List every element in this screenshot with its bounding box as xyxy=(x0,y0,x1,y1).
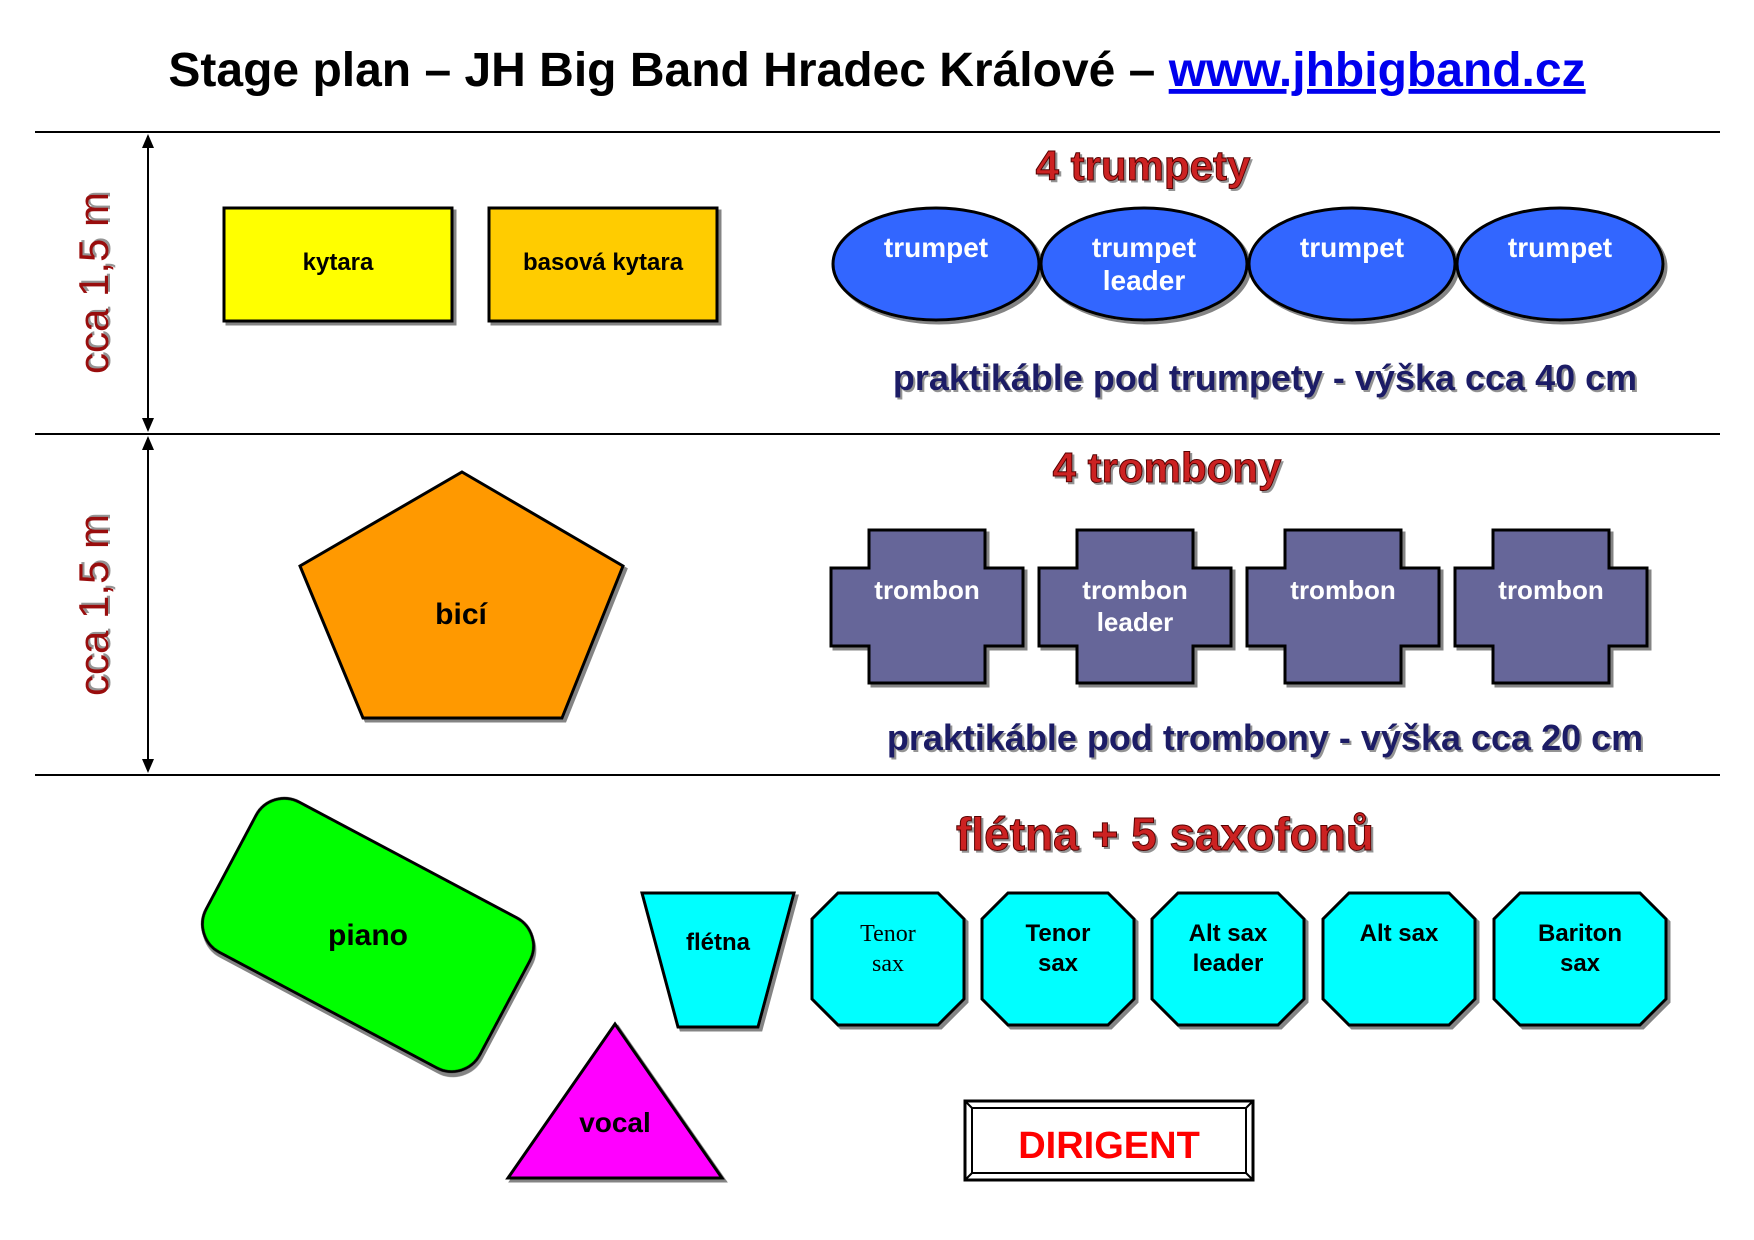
trombone-label: trombon xyxy=(1290,575,1395,605)
saxophone-label: sax xyxy=(872,951,904,977)
trombone-position: trombon xyxy=(1453,528,1649,685)
dimension-arrow xyxy=(142,436,154,773)
flute-label: flétna xyxy=(686,929,751,956)
trumpets-heading: 4 trumpety xyxy=(1036,142,1251,189)
trumpet-position: trumpet xyxy=(831,206,1041,322)
flute-position: flétna xyxy=(640,891,796,1029)
trumpet-label: leader xyxy=(1103,265,1186,296)
conductor-position: DIRIGENT xyxy=(963,1099,1255,1182)
saxophone-label: leader xyxy=(1193,950,1264,977)
guitar-position: kytara xyxy=(222,206,454,323)
saxophone-label: sax xyxy=(1560,950,1601,977)
dimension-label: cca 1,5 m xyxy=(70,514,117,696)
trumpet-label: trumpet xyxy=(884,232,988,263)
guitar-label: kytara xyxy=(303,249,374,276)
trumpet-position: trumpet xyxy=(1455,206,1665,322)
trombone-riser-note: praktikáble pod trombony - výška cca 20 … xyxy=(887,717,1643,758)
saxophone-section: Tenor sax Tenor sax Alt sax leader Alt sax Bari… xyxy=(810,891,1668,1027)
website-link[interactable]: www.jhbigband.cz xyxy=(1168,44,1586,97)
woodwinds-heading: flétna + 5 saxofonů xyxy=(956,808,1374,860)
page-title: Stage plan – JH Big Band Hradec Králové … xyxy=(168,44,1585,97)
trombones-heading: 4 trombony xyxy=(1053,444,1282,491)
drums-position: bicí xyxy=(298,470,625,720)
vocal-label: vocal xyxy=(579,1107,651,1138)
trumpet-position: trumpet xyxy=(1247,206,1457,322)
piano-position xyxy=(201,796,535,1074)
trumpet-riser-note: praktikáble pod trumpety - výška cca 40 … xyxy=(893,357,1637,398)
trombone-label: trombon xyxy=(1082,575,1187,605)
vocal-position: vocal xyxy=(505,1021,725,1180)
piano-label: piano xyxy=(328,919,408,952)
trumpet-label: trumpet xyxy=(1508,232,1612,263)
trombone-position: trombon xyxy=(1245,528,1441,685)
saxophone-position: Tenor sax xyxy=(980,891,1136,1027)
trombone-label: leader xyxy=(1097,607,1174,637)
trombone-label: trombon xyxy=(874,575,979,605)
saxophone-position: Bariton sax xyxy=(1492,891,1668,1027)
dimension-arrow xyxy=(142,134,154,432)
page-title-text: Stage plan – JH Big Band Hradec Králové … xyxy=(168,44,1168,97)
saxophone-position: Alt sax leader xyxy=(1150,891,1306,1027)
trombone-label: trombon xyxy=(1498,575,1603,605)
conductor-label: DIRIGENT xyxy=(1018,1125,1200,1167)
saxophone-position: Tenor sax xyxy=(810,891,966,1027)
saxophone-label: Alt sax xyxy=(1360,920,1439,947)
trumpet-label: trumpet xyxy=(1092,232,1196,263)
saxophone-label: sax xyxy=(1038,950,1079,977)
trumpet-label: trumpet xyxy=(1300,232,1404,263)
trombone-position: trombon xyxy=(829,528,1025,685)
bass-guitar-label: basová kytara xyxy=(523,249,684,276)
saxophone-label: Tenor xyxy=(860,921,916,947)
saxophone-position: Alt sax xyxy=(1321,891,1477,1027)
drums-label: bicí xyxy=(435,598,488,631)
saxophone-label: Alt sax xyxy=(1189,920,1268,947)
saxophone-label: Tenor xyxy=(1026,920,1091,947)
bass-guitar-position: basová kytara xyxy=(487,206,719,323)
dimension-label: cca 1,5 m xyxy=(70,192,117,374)
saxophone-label: Bariton xyxy=(1538,920,1622,947)
